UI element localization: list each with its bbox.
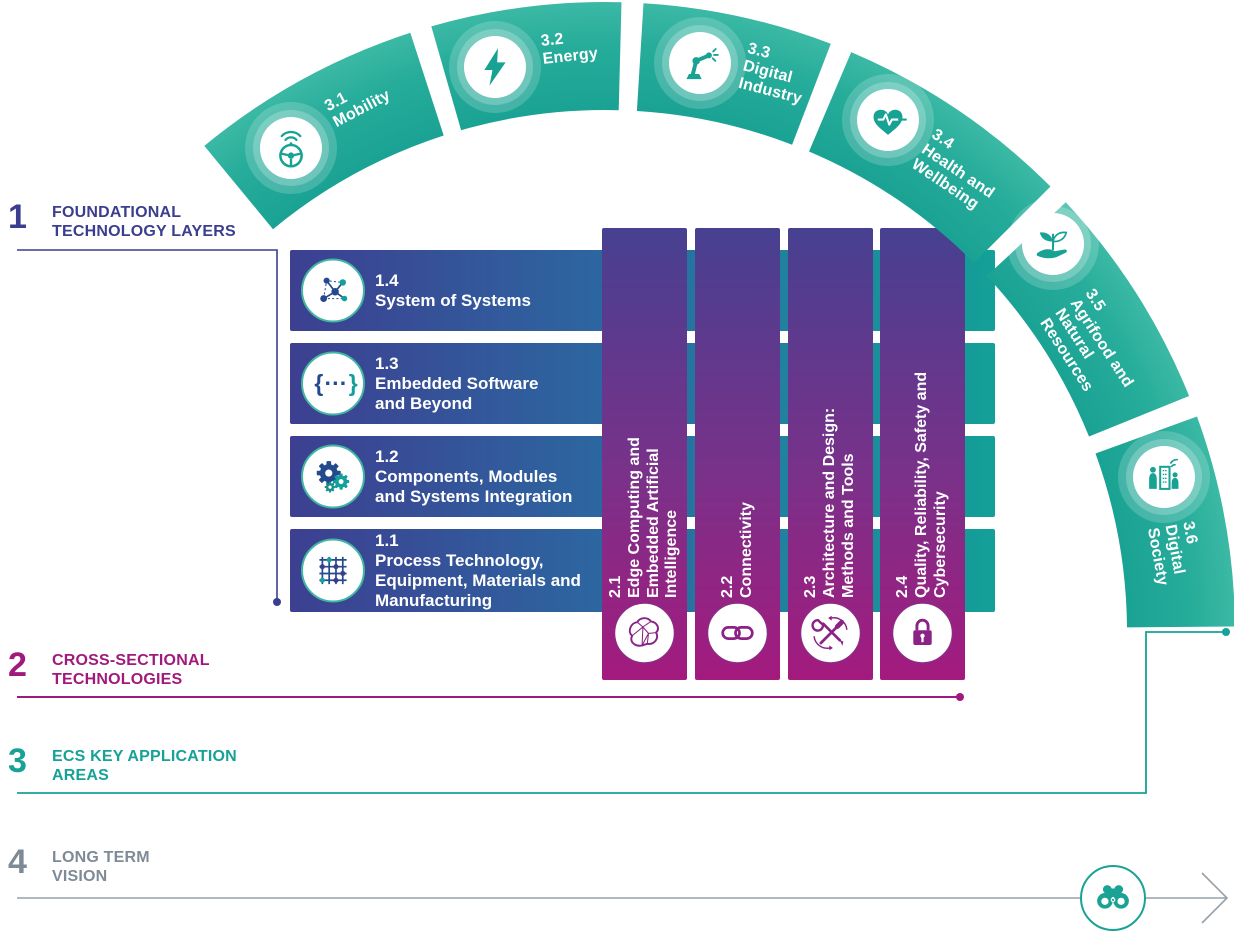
layer-name: Process Technology, Equipment, Materials… — [375, 550, 581, 610]
section-number: 1 — [8, 198, 27, 236]
section-number: 2 — [8, 646, 27, 684]
section-3-application-areas: 3 ECS KEY APPLICATION AREAS — [8, 744, 240, 785]
section-2-cross-sectional: 2 CROSS-SECTIONAL TECHNOLOGIES — [8, 648, 240, 689]
layer-number: 1.2 — [375, 446, 399, 466]
section-number: 4 — [8, 843, 27, 881]
section-title: ECS KEY APPLICATION AREAS — [52, 748, 237, 785]
layer-name: Components, Modules and Systems Integrat… — [375, 466, 573, 506]
layer-name: Embedded Software and Beyond — [375, 373, 539, 413]
section-title: LONG TERM VISION — [52, 849, 150, 886]
section-title: FOUNDATIONAL TECHNOLOGY LAYERS — [52, 204, 236, 241]
layer-number: 1.3 — [375, 353, 399, 373]
section-1-foundational: 1 FOUNDATIONAL TECHNOLOGY LAYERS — [8, 200, 240, 241]
layer-number: 1.4 — [375, 270, 399, 290]
layer-name: System of Systems — [375, 290, 531, 310]
section-number: 3 — [8, 742, 27, 780]
layer-number: 1.1 — [375, 530, 399, 550]
section-4-long-term-vision: 4 LONG TERM VISION — [8, 845, 164, 886]
section-title: CROSS-SECTIONAL TECHNOLOGIES — [52, 652, 210, 689]
